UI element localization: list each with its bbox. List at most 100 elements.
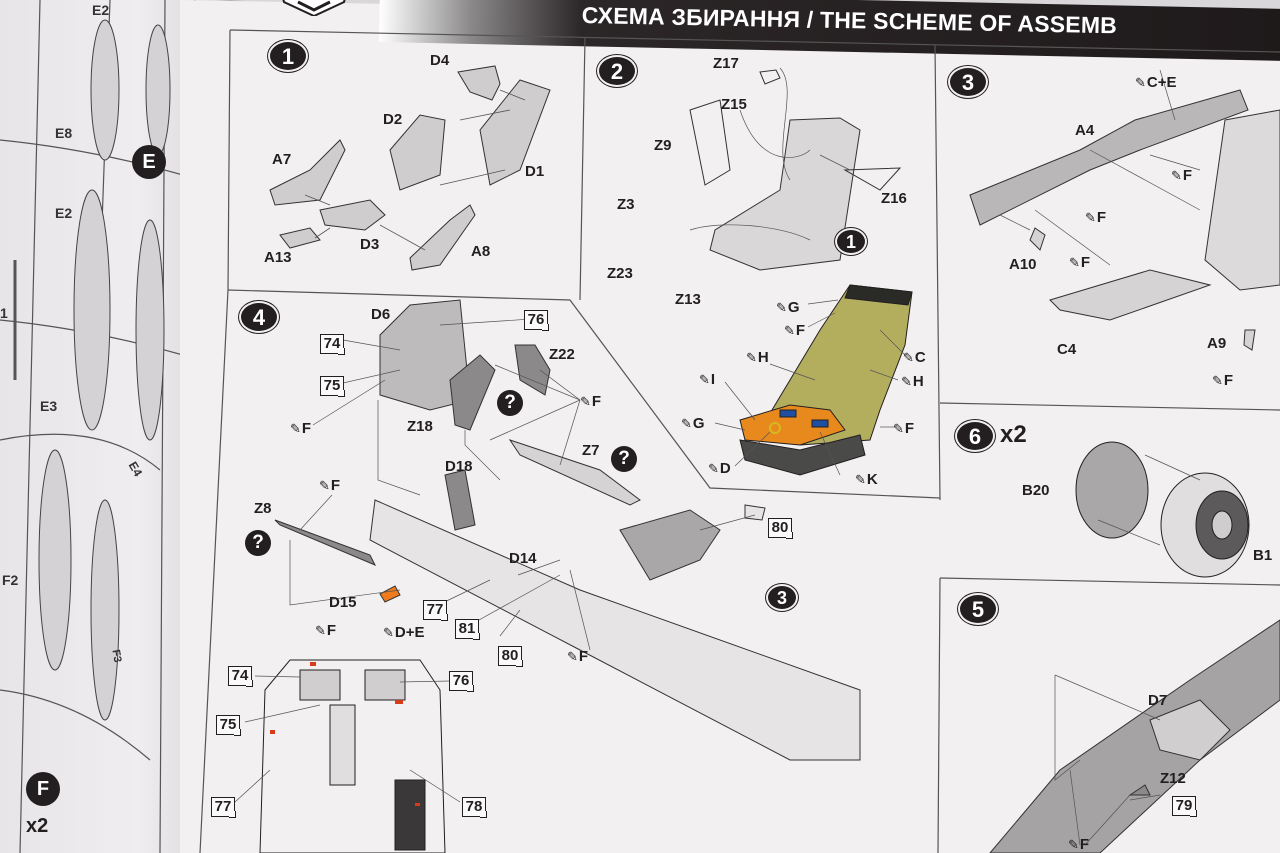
brush-icon: ✎ (893, 421, 904, 436)
part-label: Z17 (713, 55, 739, 72)
paint-callout: ✎D+E (383, 624, 425, 641)
part-label: D3 (360, 236, 380, 253)
paint-callout: ✎C+E (1135, 74, 1177, 91)
brush-icon: ✎ (855, 472, 866, 487)
help-icon: ? (611, 446, 637, 472)
part-label: Z8 (254, 500, 272, 517)
decal-number: 77 (423, 600, 448, 621)
sprue-label: E2 (92, 2, 110, 18)
brush-icon: ✎ (1068, 837, 1079, 852)
decal-number: 75 (320, 376, 345, 397)
decal-number: 77 (211, 797, 236, 818)
paint-callout: ✎F (1212, 372, 1234, 389)
decal-number: 74 (320, 334, 345, 355)
step-3-badge: 3 (947, 65, 989, 99)
decal-number: 81 (455, 619, 480, 640)
part-label: A9 (1207, 335, 1227, 352)
decal-number: 80 (498, 646, 523, 667)
brush-icon: ✎ (1135, 75, 1146, 90)
brush-icon: ✎ (784, 323, 795, 338)
brush-icon: ✎ (746, 350, 757, 365)
decal-number: 75 (216, 715, 241, 736)
part-label: D15 (329, 594, 357, 611)
part-label: D4 (430, 52, 450, 69)
help-icon: ? (497, 390, 523, 416)
part-label: Z15 (721, 96, 747, 113)
brush-icon: ✎ (315, 623, 326, 638)
part-label: B20 (1022, 482, 1050, 499)
paint-callout: ✎G (776, 299, 800, 316)
paint-callout: ✎F (893, 420, 915, 437)
sprue-drawing (0, 0, 201, 853)
paint-callout: ✎F (290, 420, 312, 437)
sprue-badge-e: E (132, 145, 166, 179)
decal-number: 79 (1172, 796, 1197, 817)
part-label: D6 (371, 306, 391, 323)
part-label: A8 (471, 243, 491, 260)
sprue-label: E3 (40, 398, 58, 414)
part-label: D14 (509, 550, 537, 567)
part-label: A13 (264, 249, 292, 266)
part-label: A4 (1075, 122, 1095, 139)
step-6-quantity: x2 (1000, 421, 1027, 448)
part-label: Z9 (654, 137, 672, 154)
part-label: A10 (1009, 256, 1037, 273)
brush-icon: ✎ (776, 300, 787, 315)
ref-step-3-badge: 3 (765, 583, 799, 612)
paint-callout: ✎F (1171, 167, 1193, 184)
modelsvit-logo-icon (282, 0, 346, 16)
decal-number: 80 (768, 518, 793, 539)
part-label: Z13 (675, 291, 701, 308)
ref-step-1-badge: 1 (834, 227, 868, 256)
brush-icon: ✎ (1069, 255, 1080, 270)
help-icon: ? (245, 530, 271, 556)
paint-callout: ✎F (1069, 254, 1091, 271)
paint-callout: ✎I (699, 371, 716, 388)
paint-callout: ✎F (784, 322, 806, 339)
step-1-badge: 1 (267, 39, 309, 73)
sprue-multiplier: x2 (26, 815, 49, 837)
sprue-label: 1 (0, 305, 8, 321)
part-label: D18 (445, 458, 473, 475)
paint-callout: ✎F (580, 393, 602, 410)
part-label: Z23 (607, 265, 633, 282)
brush-icon: ✎ (383, 625, 394, 640)
step-2-badge: 2 (596, 54, 638, 88)
part-label: Z16 (881, 190, 907, 207)
paint-callout: ✎F (567, 648, 589, 665)
part-label: Z3 (617, 196, 635, 213)
sprue-label: E8 (55, 125, 73, 141)
part-label: Z12 (1160, 770, 1186, 787)
paint-callout: ✎H (901, 373, 924, 390)
brush-icon: ✎ (681, 416, 692, 431)
part-label: C4 (1057, 341, 1077, 358)
decal-number: 78 (462, 797, 487, 818)
paint-callout: ✎F (315, 622, 337, 639)
sprue-label: E2 (55, 205, 73, 221)
paint-callout: ✎F (1068, 836, 1090, 853)
brush-icon: ✎ (903, 350, 914, 365)
decal-number: 76 (524, 310, 549, 331)
part-label: A7 (272, 151, 292, 168)
step-4-badge: 4 (238, 300, 280, 334)
sprue-label: F2 (2, 572, 19, 588)
brush-icon: ✎ (699, 372, 710, 387)
brush-icon: ✎ (1171, 168, 1182, 183)
step-6-badge: 6 (954, 419, 996, 453)
decal-number: 76 (449, 671, 474, 692)
brush-icon: ✎ (1085, 210, 1096, 225)
paint-callout: ✎K (855, 471, 878, 488)
paint-callout: ✎H (746, 349, 769, 366)
paint-callout: ✎F (319, 477, 341, 494)
brush-icon: ✎ (580, 394, 591, 409)
paint-callout: ✎C (903, 349, 926, 366)
paint-callout: ✎D (708, 460, 731, 477)
part-label: Z18 (407, 418, 433, 435)
part-label: D2 (383, 111, 403, 128)
part-label: B1 (1253, 547, 1273, 564)
part-label: Z22 (549, 346, 575, 363)
paint-callout: ✎G (681, 415, 705, 432)
step-5-badge: 5 (957, 592, 999, 626)
brush-icon: ✎ (708, 461, 719, 476)
